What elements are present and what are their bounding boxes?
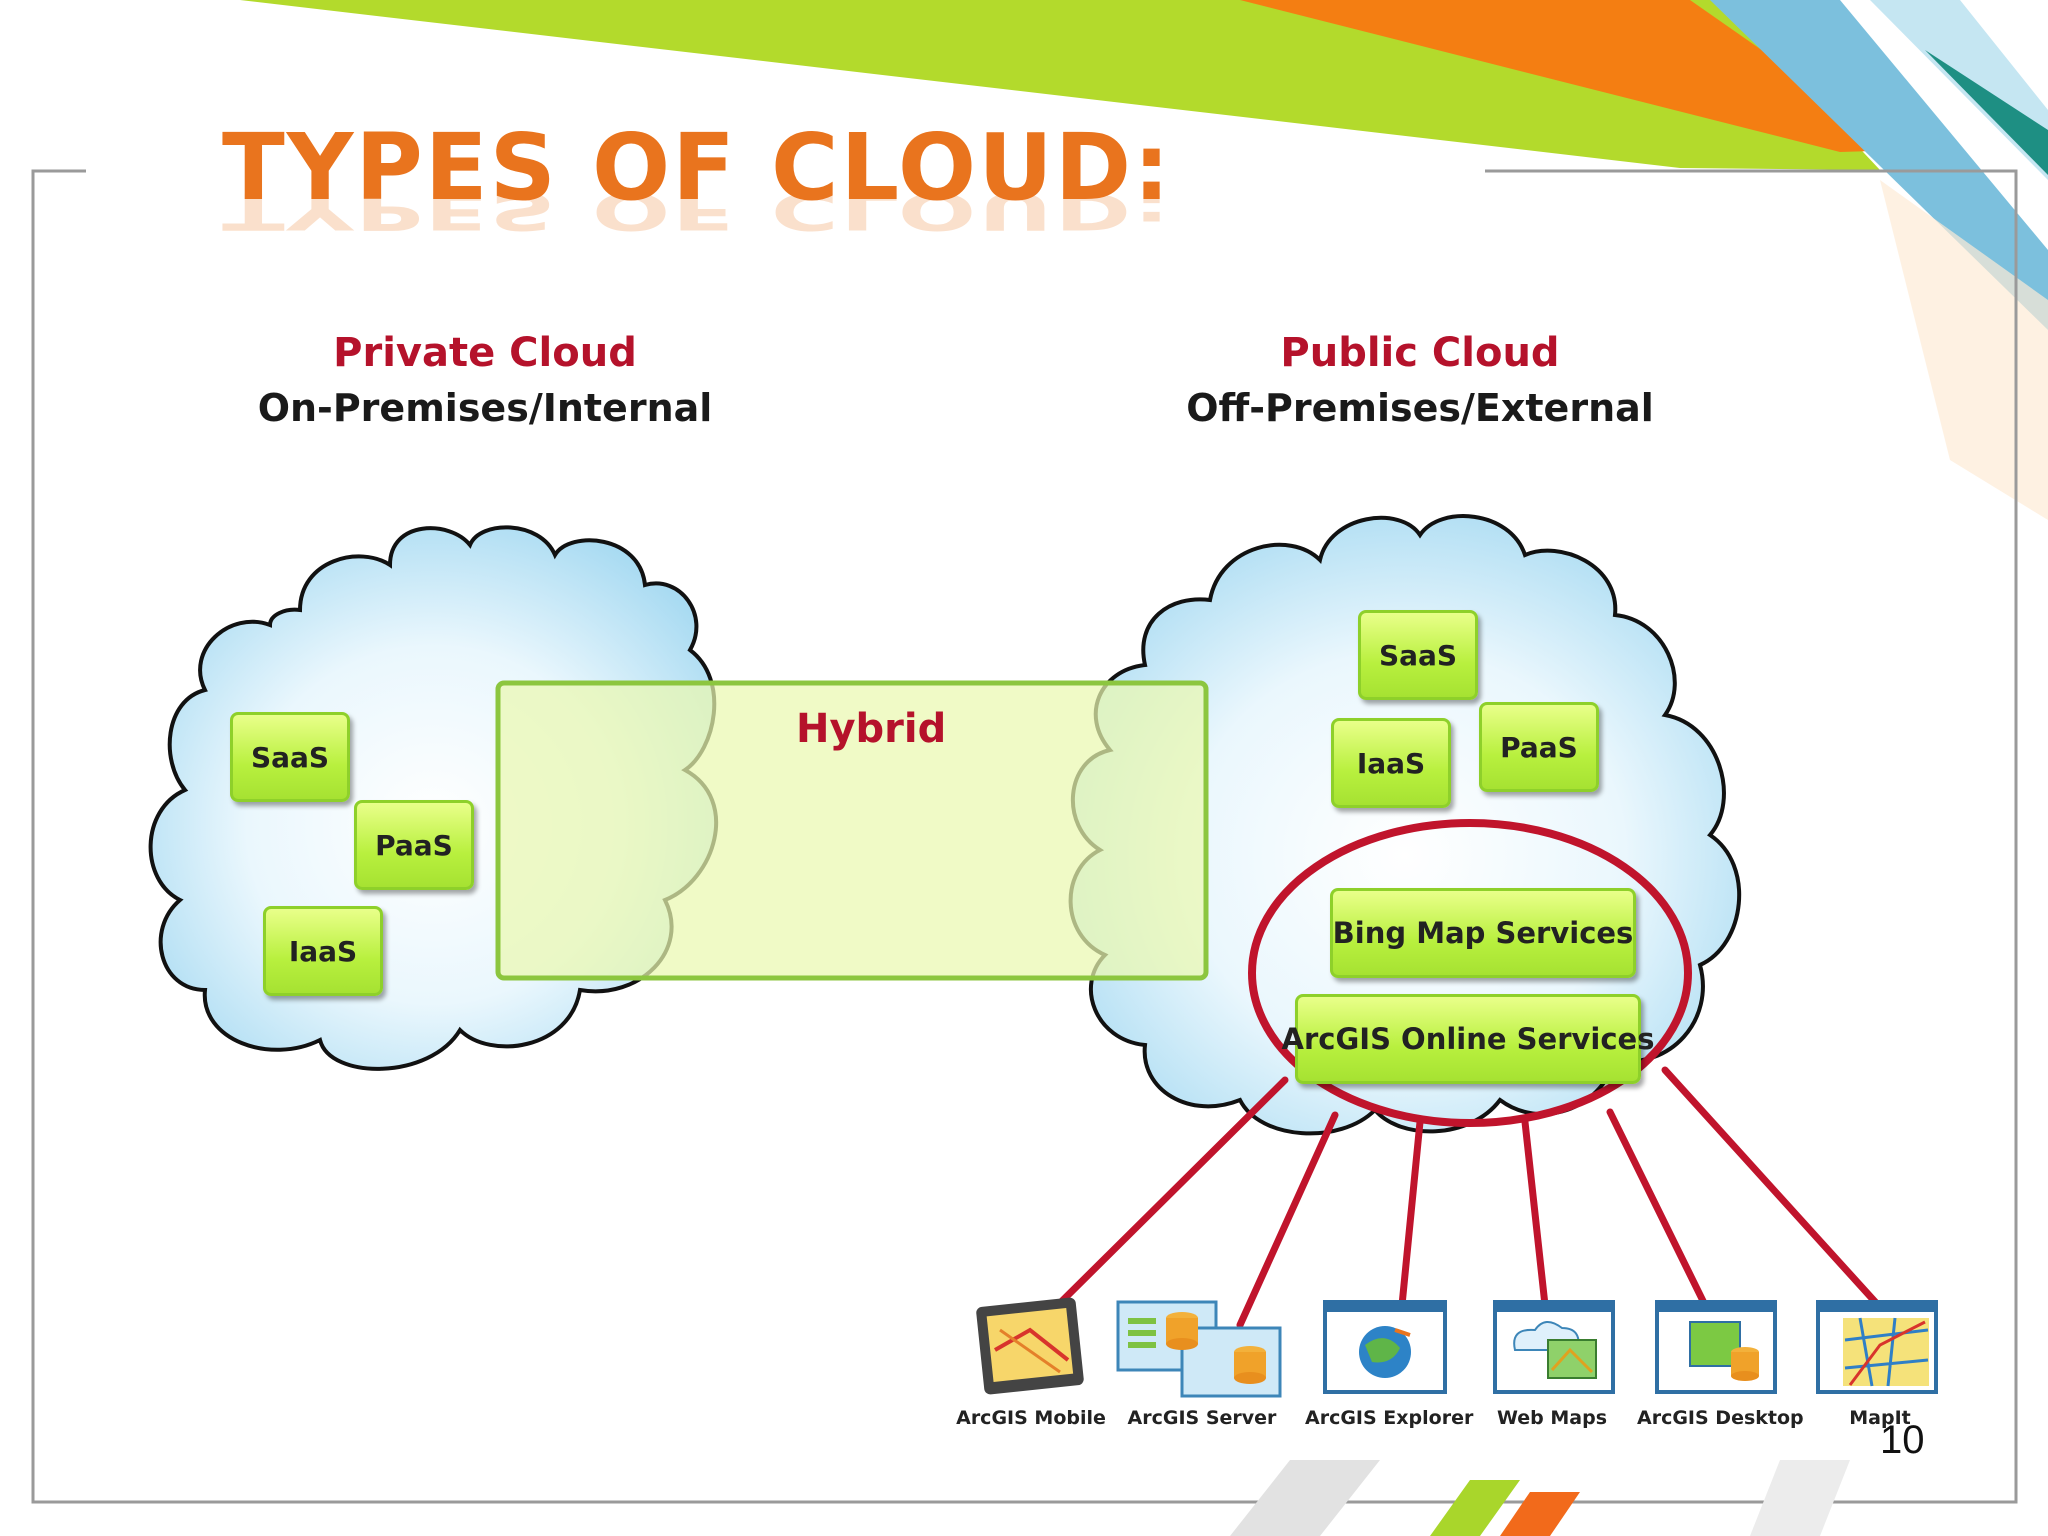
- tablet-map-icon: [976, 1297, 1084, 1395]
- public-cloud-title: Public Cloud: [1280, 330, 1560, 376]
- banner-lightblue-stripe: [1870, 0, 2048, 180]
- public-cloud-header: Public Cloud Off-Premises/External: [1170, 330, 1670, 430]
- public-cloud-subtitle: Off-Premises/External: [1186, 386, 1654, 430]
- connector-lines: [1054, 1066, 1882, 1329]
- connector-mapit: [1661, 1066, 1882, 1309]
- hybrid-region: [495, 680, 1209, 981]
- street-map-window-icon: [1816, 1300, 1938, 1394]
- online-services-ellipse: [1248, 819, 1692, 1127]
- bottom-green-stripe: [1430, 1480, 1520, 1536]
- private-paas-box: PaaS: [354, 800, 474, 890]
- client-label-arcgis-explorer: ArcGIS Explorer: [1305, 1407, 1474, 1429]
- hybrid-label: Hybrid: [796, 706, 947, 752]
- desktop-map-window-icon: [1655, 1300, 1777, 1394]
- bottom-orange-stripe: [1500, 1492, 1580, 1536]
- client-label-arcgis-mobile: ArcGIS Mobile: [956, 1407, 1106, 1429]
- banner-orange-stripe: [1240, 0, 1905, 152]
- slide-title: TYPES OF CLOUD:: [222, 114, 1172, 221]
- server-database-icon: [1116, 1300, 1282, 1398]
- public-paas-box: PaaS: [1479, 702, 1599, 792]
- frame-left: [31, 169, 2018, 1504]
- bottom-grey-stripe: [1230, 1460, 1380, 1536]
- connector-arcgis-desktop: [1606, 1108, 1709, 1309]
- banner-teal-stripe: [1925, 50, 2048, 175]
- connector-web-maps: [1521, 1118, 1549, 1309]
- slide-title-reflection: TYPES OF CLOUD:: [222, 181, 1172, 241]
- public-saas-box: SaaS: [1358, 610, 1478, 700]
- connector-arcgis-server: [1236, 1111, 1339, 1329]
- client-label-arcgis-desktop: ArcGIS Desktop: [1637, 1407, 1804, 1429]
- private-saas-box: SaaS: [230, 712, 350, 802]
- banner-right-fade: [1880, 180, 2048, 520]
- bottom-lightgrey-stripe: [1750, 1460, 1850, 1536]
- connector-arcgis-mobile: [1054, 1076, 1289, 1309]
- client-label-arcgis-server: ArcGIS Server: [1127, 1407, 1277, 1429]
- connector-arcgis-explorer: [1398, 1118, 1424, 1309]
- public-iaas-box: IaaS: [1331, 718, 1451, 808]
- globe-window-icon: [1323, 1300, 1447, 1394]
- client-label-mapit: MapIt: [1849, 1407, 1911, 1429]
- private-cloud-title: Private Cloud: [333, 330, 637, 376]
- bing-map-services-box: Bing Map Services: [1330, 888, 1636, 978]
- private-cloud-header: Private Cloud On-Premises/Internal: [240, 330, 730, 430]
- page-number: 10: [1880, 1418, 1925, 1462]
- private-cloud-subtitle: On-Premises/Internal: [257, 386, 713, 430]
- private-iaas-box: IaaS: [263, 906, 383, 996]
- arcgis-online-services-box: ArcGIS Online Services: [1282, 994, 1654, 1084]
- cloud-map-window-icon: [1493, 1300, 1615, 1394]
- client-label-web-maps: Web Maps: [1496, 1407, 1608, 1429]
